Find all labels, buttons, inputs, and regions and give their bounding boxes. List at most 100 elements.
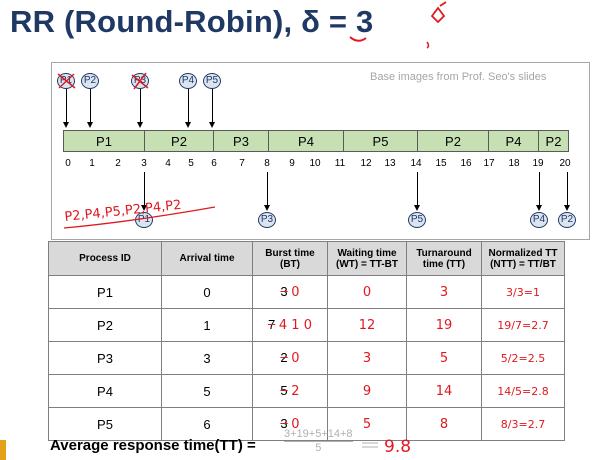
completion-arrow-p2: [564, 172, 570, 211]
completion-p4: P4: [530, 212, 548, 228]
time-tick: 15: [435, 158, 447, 169]
time-tick: 14: [410, 158, 422, 169]
col-header: Arrival time: [161, 241, 253, 276]
arrival-p5: P5: [203, 73, 221, 89]
table-row: P2 1 7 4 1 0 12 19 19/7=2.7: [48, 308, 565, 342]
col-header: Turnaround time (TT): [406, 241, 482, 276]
arrival-arrow-p2: [87, 89, 93, 128]
process-id: P5: [48, 407, 162, 441]
time-tick: 19: [532, 158, 544, 169]
time-tick: 11: [334, 158, 346, 169]
time-tick: 9: [289, 158, 295, 169]
normalized-tt: 8/3=2.7: [481, 407, 565, 441]
time-tick: 16: [460, 158, 472, 169]
burst-remaining: 0: [291, 417, 300, 432]
col-header: Waiting time (WT) = TT-BT: [327, 241, 407, 276]
burst-original: 3: [280, 416, 288, 431]
turnaround-time: 3: [406, 275, 482, 309]
image-credit: Base images from Prof. Seo's slides: [370, 71, 547, 83]
normalized-tt: 3/3=1: [481, 275, 565, 309]
completion-p3: P3: [258, 212, 276, 228]
time-tick: 20: [559, 158, 571, 169]
completion-arrow-p4: [536, 172, 542, 211]
average-label: Average response time(TT) =: [50, 437, 256, 454]
process-id: P1: [48, 275, 162, 309]
turnaround-time: 5: [406, 341, 482, 375]
time-tick: 5: [188, 158, 194, 169]
table-row: P4 5 5 2 9 14 14/5=2.8: [48, 374, 565, 408]
burst-original: 2: [280, 350, 288, 365]
normalized-tt: 19/7=2.7: [481, 308, 565, 342]
turnaround-time: 19: [406, 308, 482, 342]
arrival-p2: P2: [81, 73, 99, 89]
gantt-segment: P4: [269, 131, 344, 151]
time-tick: 8: [264, 158, 270, 169]
arrival-time: 3: [161, 341, 253, 375]
burst-original: 5: [280, 383, 288, 398]
burst-time: 2 0: [252, 341, 328, 375]
waiting-time: 5: [327, 407, 407, 441]
gantt-chart: P1 P2 P3 P4 P5 P2 P4 P2: [63, 130, 569, 152]
average-formula: 3+19+5+14+8 5: [284, 428, 353, 454]
time-tick: 10: [309, 158, 321, 169]
process-id: P2: [48, 308, 162, 342]
waiting-time: 9: [327, 374, 407, 408]
waiting-time: 12: [327, 308, 407, 342]
burst-time: 7 4 1 0: [252, 308, 328, 342]
arrival-arrow-p4: [185, 89, 191, 128]
time-tick: 12: [360, 158, 372, 169]
turnaround-time: 14: [406, 374, 482, 408]
burst-time: 3 0: [252, 407, 328, 441]
col-header: Normalized TT (NTT) = TT/BT: [481, 241, 565, 276]
waiting-time: 3: [327, 341, 407, 375]
gantt-segment: P5: [344, 131, 418, 151]
arrival-time: 0: [161, 275, 253, 309]
gantt-segment: P3: [214, 131, 269, 151]
burst-original: 3: [280, 284, 288, 299]
time-tick: 13: [384, 158, 396, 169]
burst-remaining: 4 1 0: [278, 318, 312, 333]
waiting-time: 0: [327, 275, 407, 309]
time-tick: 7: [239, 158, 245, 169]
arrival-p3: P3: [131, 73, 149, 89]
col-header: Process ID: [48, 241, 162, 276]
table-row: P3 3 2 0 3 5 5/2=2.5: [48, 341, 565, 375]
burst-original: 7: [268, 317, 276, 332]
table-header-row: Process ID Arrival time Burst time (BT) …: [48, 241, 565, 276]
arrival-arrow-p3: [137, 89, 143, 128]
turnaround-time: 8: [406, 407, 482, 441]
time-tick: 6: [211, 158, 217, 169]
time-tick: 1: [89, 158, 95, 169]
process-id: P4: [48, 374, 162, 408]
normalized-tt: 5/2=2.5: [481, 341, 565, 375]
schedule-diagram: [51, 62, 590, 240]
gantt-segment: P2: [539, 131, 568, 151]
arrival-time: 6: [161, 407, 253, 441]
completion-arrow-p3: [264, 172, 270, 211]
process-id: P3: [48, 341, 162, 375]
normalized-tt: 14/5=2.8: [481, 374, 565, 408]
completion-p1: P1: [135, 212, 153, 228]
time-tick: 4: [165, 158, 171, 169]
formula-numerator: 3+19+5+14+8: [284, 428, 353, 440]
arrival-time: 5: [161, 374, 253, 408]
completion-p5: P5: [408, 212, 426, 228]
gantt-segment: P1: [64, 131, 145, 151]
time-tick: 3: [141, 158, 147, 169]
arrival-p1: P1: [57, 73, 75, 89]
slide-title: RR (Round-Robin), δ = 3: [10, 4, 374, 39]
arrival-time: 1: [161, 308, 253, 342]
process-table: Process ID Arrival time Burst time (BT) …: [48, 241, 565, 441]
burst-remaining: 0: [291, 285, 300, 300]
logo-fragment: [0, 440, 6, 460]
burst-time: 3 0: [252, 275, 328, 309]
time-tick: 17: [483, 158, 495, 169]
completion-arrow-p1: [141, 172, 147, 211]
time-tick: 18: [508, 158, 520, 169]
gantt-segment: P4: [489, 131, 539, 151]
gantt-segment: P2: [418, 131, 489, 151]
arrival-p4: P4: [179, 73, 197, 89]
gantt-segment: P2: [145, 131, 214, 151]
time-tick: 2: [115, 158, 121, 169]
arrival-arrow-p1: [63, 89, 69, 128]
